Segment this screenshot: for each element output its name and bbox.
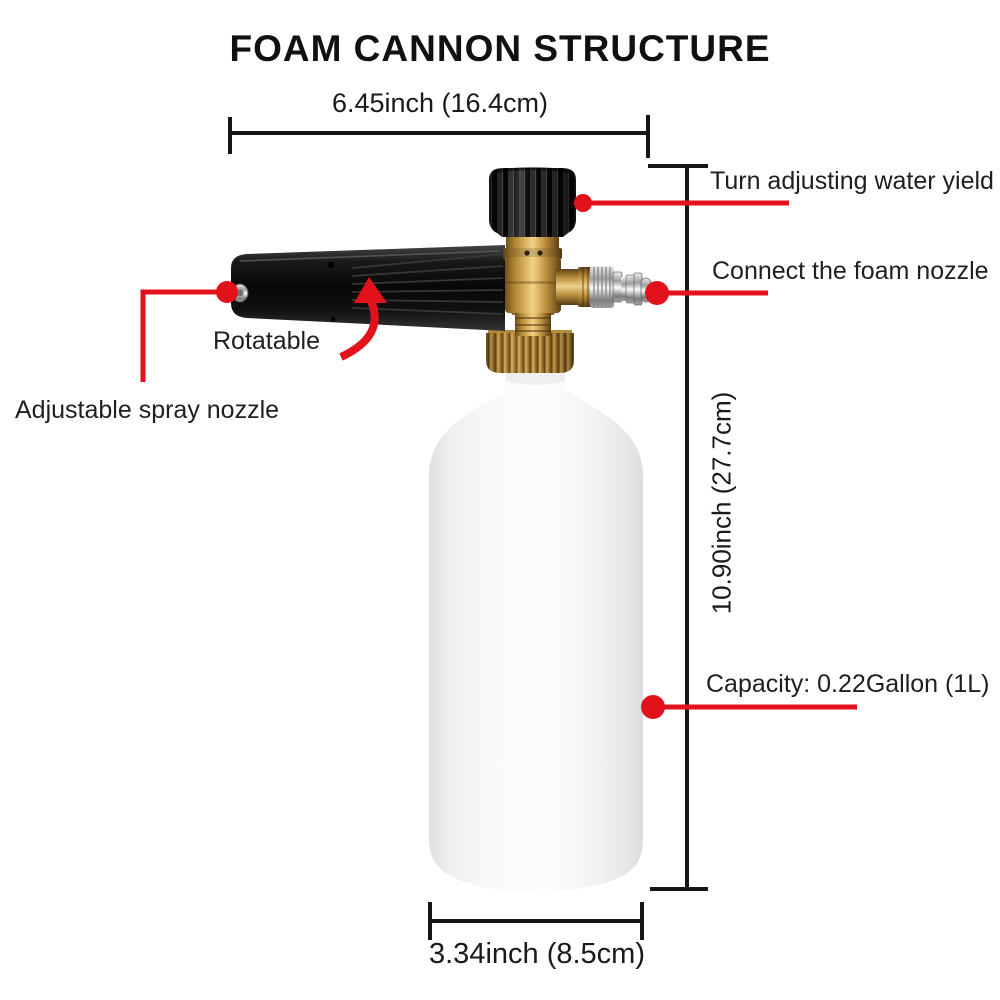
dimension-line-height <box>648 164 708 891</box>
outlet-connector <box>556 267 592 307</box>
dimension-width-label: 6.45inch (16.4cm) <box>331 88 549 118</box>
label-spray-nozzle: Adjustable spray nozzle <box>15 396 280 424</box>
callout-connect-nozzle <box>645 281 768 305</box>
label-capacity: Capacity: 0.22Gallon (1L) <box>706 670 990 698</box>
valve-body <box>503 236 562 313</box>
dimension-bracket-width <box>228 115 650 158</box>
callout-spray-nozzle <box>140 281 238 382</box>
callout-capacity <box>641 695 857 719</box>
page-title: FOAM CANNON STRUCTURE <box>229 28 771 69</box>
bottle-cap-collar <box>486 330 574 373</box>
barrel-pin-hole <box>328 262 334 268</box>
adjusting-knob <box>489 167 576 237</box>
label-turn-adjust: Turn adjusting water yield <box>710 167 994 195</box>
label-rotatable: Rotatable <box>213 327 321 355</box>
foam-bottle <box>429 370 643 891</box>
dimension-bottle-width-label: 3.34inch (8.5cm) <box>429 938 645 970</box>
dimension-height-label: 10.90inch (27.7cm) <box>706 391 737 615</box>
quick-connect-nozzle <box>590 266 652 308</box>
dimension-bracket-bottle-width <box>428 902 644 940</box>
callout-turn-adjust <box>574 194 789 212</box>
bottle-neck-shadow <box>506 371 565 385</box>
barrel-pin-hole-bottom <box>330 316 336 322</box>
callout-line-barrel-tip <box>140 289 227 382</box>
label-connect-nozzle: Connect the foam nozzle <box>712 257 989 285</box>
rotatable-arrow-icon <box>339 277 387 361</box>
